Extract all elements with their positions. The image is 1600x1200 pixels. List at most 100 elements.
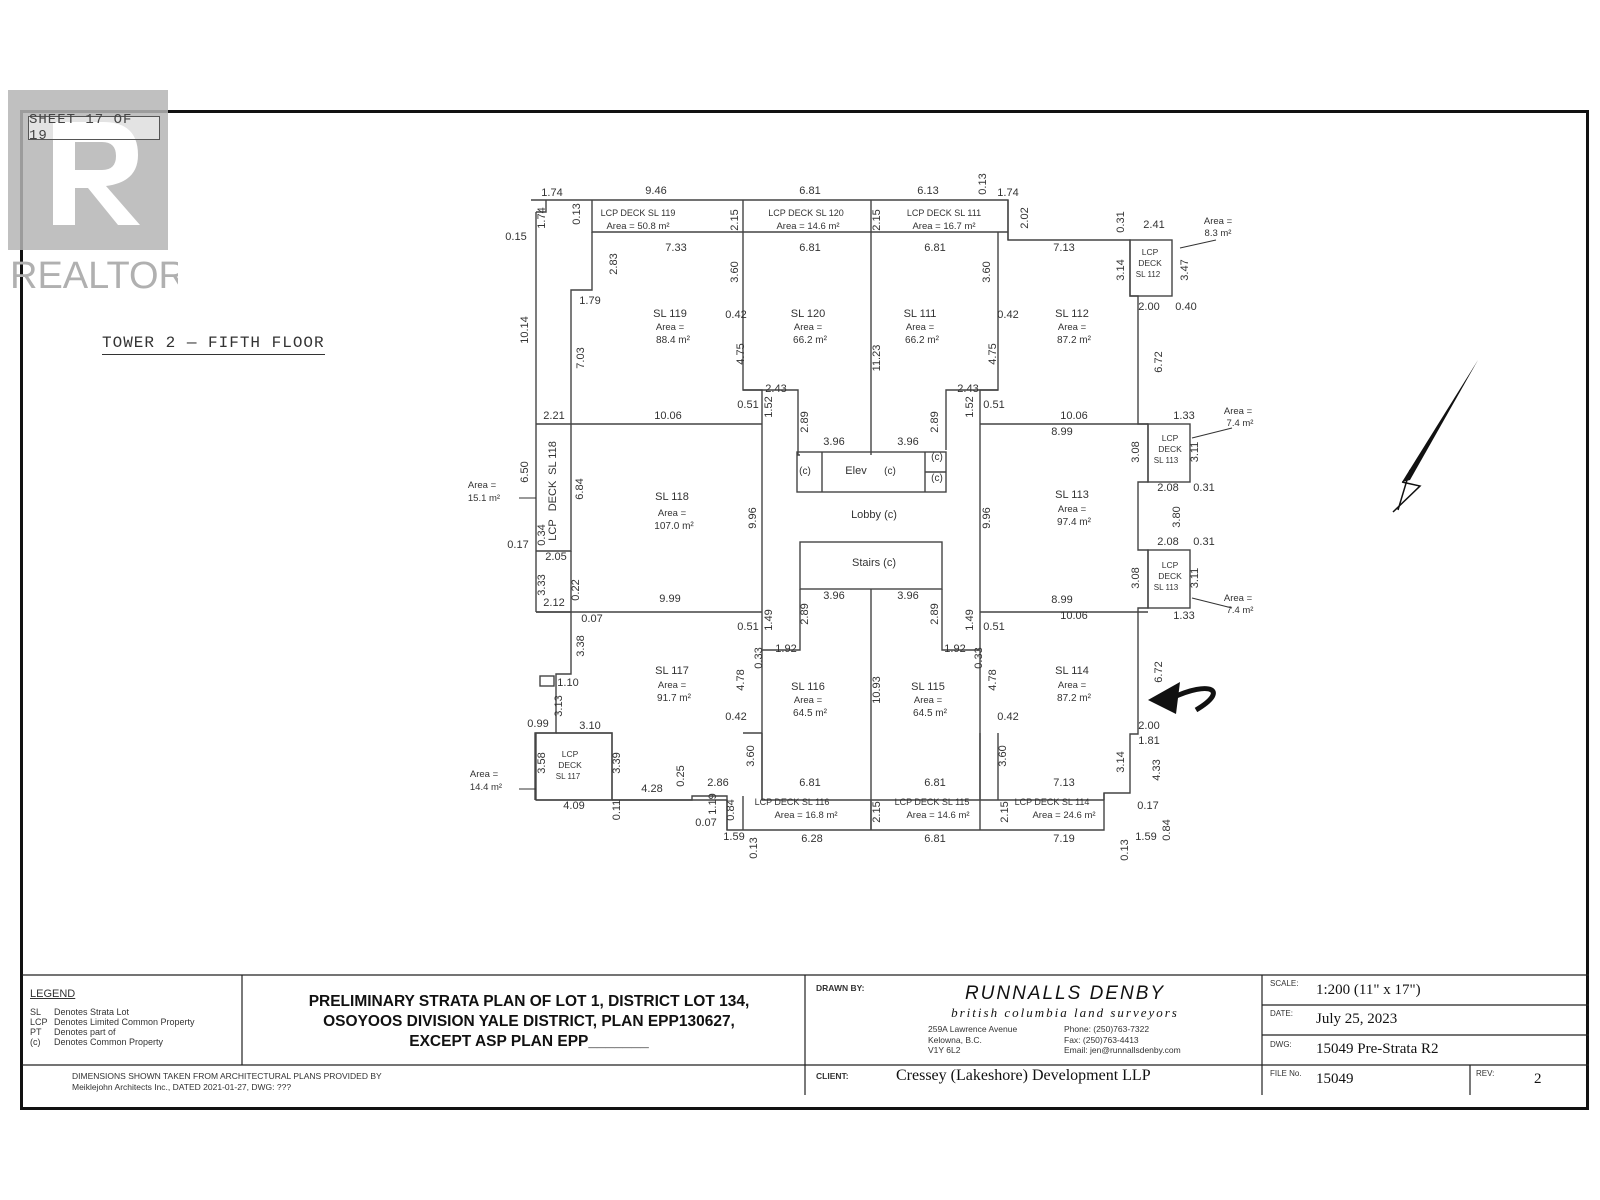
client-name: Cressey (Lakeshore) Development LLP	[896, 1067, 1151, 1084]
plan-label-sl120a: Area =	[794, 322, 823, 333]
plan-label-d113bb: DECK	[1158, 571, 1182, 581]
plan-vlabel-v033a: 0.33	[753, 647, 765, 668]
plan-label-m681b: 6.81	[799, 242, 820, 254]
rev-label: REV:	[1476, 1069, 1495, 1078]
plan-label-d115b: Area = 14.6 m²	[906, 810, 969, 821]
plan-label-sl118: SL 118	[655, 491, 689, 503]
plan-vlabel-v360d: 3.60	[997, 745, 1009, 766]
plan-vlabel-v022: 0.22	[570, 579, 582, 600]
plan-label-d117b: DECK	[558, 760, 582, 770]
plan-label-sl119b: 88.4 m²	[656, 335, 691, 346]
plan-vlabel-v996b: 9.96	[981, 507, 993, 528]
plan-label-m200a: 2.00	[1138, 301, 1159, 313]
plan-vlabel-vlcp: LCP	[547, 519, 559, 540]
plan-label-m015: 0.15	[505, 231, 526, 243]
plan-vlabel-v1123: 11.23	[871, 345, 883, 372]
plan-vlabel-v013c: 0.13	[748, 837, 760, 858]
plan-label-m007a: 0.07	[581, 613, 602, 625]
plan-vlabel-v215d: 2.15	[999, 801, 1011, 822]
plan-label-d113tar: Area =	[1224, 406, 1253, 417]
plan-label-m179: 1.79	[579, 295, 600, 307]
plan-vlabel-v650: 6.50	[519, 461, 531, 482]
dimensions-note: DIMENSIONS SHOWN TAKEN FROM ARCHITECTURA…	[72, 1071, 382, 1092]
entry-arrow-icon	[1148, 682, 1216, 714]
plan-label-m200b: 2.00	[1138, 720, 1159, 732]
plan-label-m243a: 2.43	[765, 383, 786, 395]
plan-label-m042d: 0.42	[997, 711, 1018, 723]
surveyor-address: 259A Lawrence Avenue Kelowna, B.C. V1Y 6…	[928, 1024, 1018, 1055]
plan-label-sl118b: 107.0 m²	[654, 521, 694, 532]
plan-label-sl111a: Area =	[906, 322, 935, 333]
plan-label-sl113: SL 113	[1055, 489, 1089, 501]
legend-title: LEGEND	[30, 988, 76, 1000]
plan-vlabel-v684: 6.84	[574, 478, 586, 499]
plan-label-d115a: LCP DECK SL 115	[895, 797, 970, 807]
plan-vlabel-v025: 0.25	[675, 765, 687, 786]
plan-label-m159a: 1.59	[723, 831, 744, 843]
plan-vlabel-v311b: 3.11	[1189, 568, 1201, 589]
date-value: July 25, 2023	[1316, 1011, 1398, 1027]
plan-label-d113tc: SL 113	[1154, 456, 1179, 465]
plan-label-sl119: SL 119	[653, 308, 687, 320]
plan-label-m174b: 1.74	[997, 187, 1018, 199]
plan-label-d117c: SL 117	[556, 772, 581, 781]
file-no-label: FILE No.	[1270, 1069, 1302, 1078]
plan-label-sl116b: 64.5 m²	[793, 708, 828, 719]
plan-label-sl114a: Area =	[1058, 680, 1087, 691]
plan-label-d117a: LCP	[562, 749, 579, 759]
plan-vlabel-v308b: 3.08	[1130, 567, 1142, 588]
plan-vlabel-v314b: 3.14	[1115, 751, 1127, 772]
plan-label-d118av: 15.1 m²	[468, 493, 500, 504]
plan-label-d114b: Area = 24.6 m²	[1032, 810, 1095, 821]
plan-vlabel-v347: 3.47	[1179, 259, 1191, 280]
plan-label-m174a: 1.74	[541, 187, 562, 199]
plan-label-d112b: DECK	[1138, 258, 1162, 268]
plan-label-m192b: 1.92	[944, 643, 965, 655]
surveyor-firm-subtitle: british columbia land surveyors	[951, 1005, 1179, 1020]
plan-label-m099: 0.99	[527, 718, 548, 730]
sheet-number: SHEET 17 OF 19	[28, 112, 160, 144]
plan-label-d120b: Area = 14.6 m²	[776, 221, 839, 232]
plan-label-m713a: 7.13	[1053, 242, 1074, 254]
plan-label-d114a: LCP DECK SL 114	[1015, 797, 1090, 807]
surveyor-firm-name: RUNNALLS DENBY	[964, 983, 1166, 1004]
plan-label-m409: 4.09	[563, 800, 584, 812]
plan-vlabel-v475a: 4.75	[735, 343, 747, 364]
strata-plan-title: PRELIMINARY STRATA PLAN OF LOT 1, DISTRI…	[308, 993, 750, 1050]
plan-label-m899a: 8.99	[1051, 426, 1072, 438]
plan-label-d119b: Area = 50.8 m²	[606, 221, 669, 232]
plan-label-elev: Elev	[845, 465, 867, 477]
plan-vlabel-v283: 2.83	[608, 253, 620, 274]
plan-label-m428: 4.28	[641, 783, 662, 795]
plan-walls	[531, 199, 1191, 831]
plan-label-d118ar: Area =	[468, 480, 497, 491]
plan-label-d116a: LCP DECK SL 116	[755, 797, 830, 807]
plan-label-m681c: 6.81	[924, 242, 945, 254]
plan-label-m181: 1.81	[1138, 735, 1159, 747]
plan-label-m051c: 0.51	[737, 621, 758, 633]
plan-label-sl115b: 64.5 m²	[913, 708, 948, 719]
plan-label-sl112b: 87.2 m²	[1057, 335, 1092, 346]
plan-label-m051a: 0.51	[737, 399, 758, 411]
floor-title: TOWER 2 — FIFTH FLOOR	[102, 334, 325, 355]
plan-label-m899b: 8.99	[1051, 594, 1072, 606]
plan-label-sl112: SL 112	[1055, 308, 1089, 320]
plan-label-d119a: LCP DECK SL 119	[601, 208, 676, 218]
plan-label-m212: 2.12	[543, 597, 564, 609]
plan-label-m733: 7.33	[665, 242, 686, 254]
plan-vlabel-v358: 3.58	[536, 752, 548, 773]
plan-vlabel-v672a: 6.72	[1153, 351, 1165, 372]
plan-label-d113tav: 7.4 m²	[1227, 418, 1254, 429]
surveyor-contact: Phone: (250)763-7322 Fax: (250)763-4413 …	[1064, 1024, 1181, 1055]
dwg-value: 15049 Pre-Strata R2	[1316, 1041, 1439, 1057]
plan-label-sl114: SL 114	[1055, 665, 1089, 677]
plan-label-elevc4: (c)	[931, 473, 943, 484]
plan-label-m681a: 6.81	[799, 185, 820, 197]
plan-label-m628: 6.28	[801, 833, 822, 845]
plan-label-sl112a: Area =	[1058, 322, 1087, 333]
plan-label-m613: 6.13	[917, 185, 938, 197]
plan-vlabel-v031: 0.31	[1115, 211, 1127, 232]
plan-label-m110: 1.10	[557, 677, 578, 689]
plan-label-sl119a: Area =	[656, 322, 685, 333]
